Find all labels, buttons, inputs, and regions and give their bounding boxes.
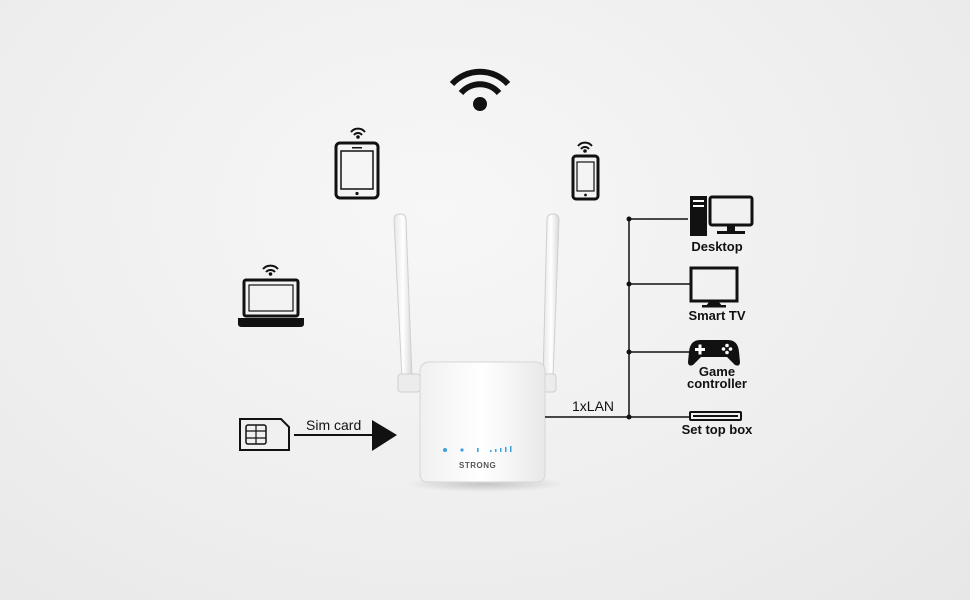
sim-card-icon	[239, 418, 290, 451]
router-status-leds	[443, 446, 512, 452]
smartphone-icon	[571, 141, 600, 201]
laptop-icon	[238, 264, 304, 327]
lan-junctions	[626, 216, 632, 420]
router-brand-logo: STRONG	[459, 461, 497, 470]
game-controller-label-line2: controller	[687, 376, 747, 391]
tablet-icon	[334, 127, 380, 200]
game-controller-icon	[688, 340, 740, 366]
sim-card-arrow	[294, 420, 397, 451]
set-top-box-label: Set top box	[681, 422, 753, 437]
smart-tv-label: Smart TV	[688, 308, 746, 323]
desktop-label: Desktop	[691, 239, 743, 254]
router-icon	[393, 213, 560, 483]
smart-tv-icon	[689, 266, 739, 308]
game-controller-label-line1: Game	[698, 364, 736, 379]
set-top-box-icon	[689, 411, 742, 421]
lan-label: 1xLAN	[572, 398, 615, 414]
wifi-icon	[449, 68, 511, 111]
sim-card-label: Sim card	[306, 417, 362, 433]
lan-connections	[545, 218, 690, 418]
desktop-icon	[690, 195, 754, 236]
